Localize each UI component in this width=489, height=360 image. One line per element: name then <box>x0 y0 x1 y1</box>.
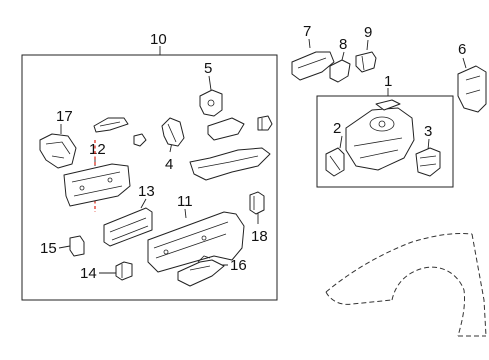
part-4 <box>161 117 185 147</box>
callout-16: 16 <box>230 257 247 274</box>
part-17 <box>39 133 77 169</box>
callout-7: 7 <box>303 23 311 40</box>
part-9 <box>355 51 377 73</box>
part-8 <box>329 59 351 83</box>
group-1-box <box>316 88 454 188</box>
part-2 <box>325 147 345 177</box>
callout-10: 10 <box>150 31 167 48</box>
callout-11: 11 <box>177 193 193 210</box>
group-10-box <box>21 46 278 301</box>
part-12 <box>63 163 131 207</box>
callout-13: 13 <box>138 183 155 200</box>
part-small-right <box>257 115 273 131</box>
callout-2: 2 <box>333 120 341 137</box>
part-16 <box>177 255 225 287</box>
part-6 <box>457 65 487 113</box>
part-18 <box>249 191 265 215</box>
part-wheelhouse-inner <box>189 147 271 181</box>
part-small-upper-left <box>93 117 129 133</box>
callout-6: 6 <box>458 41 466 58</box>
callout-4: 4 <box>165 156 173 173</box>
callout-17: 17 <box>56 108 73 125</box>
callout-18: 18 <box>251 228 268 245</box>
leader-lines <box>58 38 467 274</box>
callout-14: 14 <box>80 265 97 282</box>
callout-1: 1 <box>384 73 392 90</box>
callout-9: 9 <box>364 24 372 41</box>
part-small-bar <box>207 117 245 141</box>
part-3 <box>415 147 441 177</box>
part-1-top-plate <box>375 99 401 111</box>
callout-15: 15 <box>40 240 57 257</box>
callout-3: 3 <box>424 123 432 140</box>
part-5 <box>199 89 223 117</box>
fender-outline <box>325 233 487 337</box>
part-13 <box>103 207 153 247</box>
part-14 <box>115 261 133 281</box>
part-7 <box>291 51 335 81</box>
callout-5: 5 <box>204 60 212 77</box>
part-1-strut-tower <box>345 107 415 171</box>
part-15 <box>69 235 85 257</box>
callout-8: 8 <box>339 36 347 53</box>
part-small-clip <box>133 133 147 147</box>
callout-12: 12 <box>89 141 106 158</box>
part-11 <box>147 211 245 273</box>
